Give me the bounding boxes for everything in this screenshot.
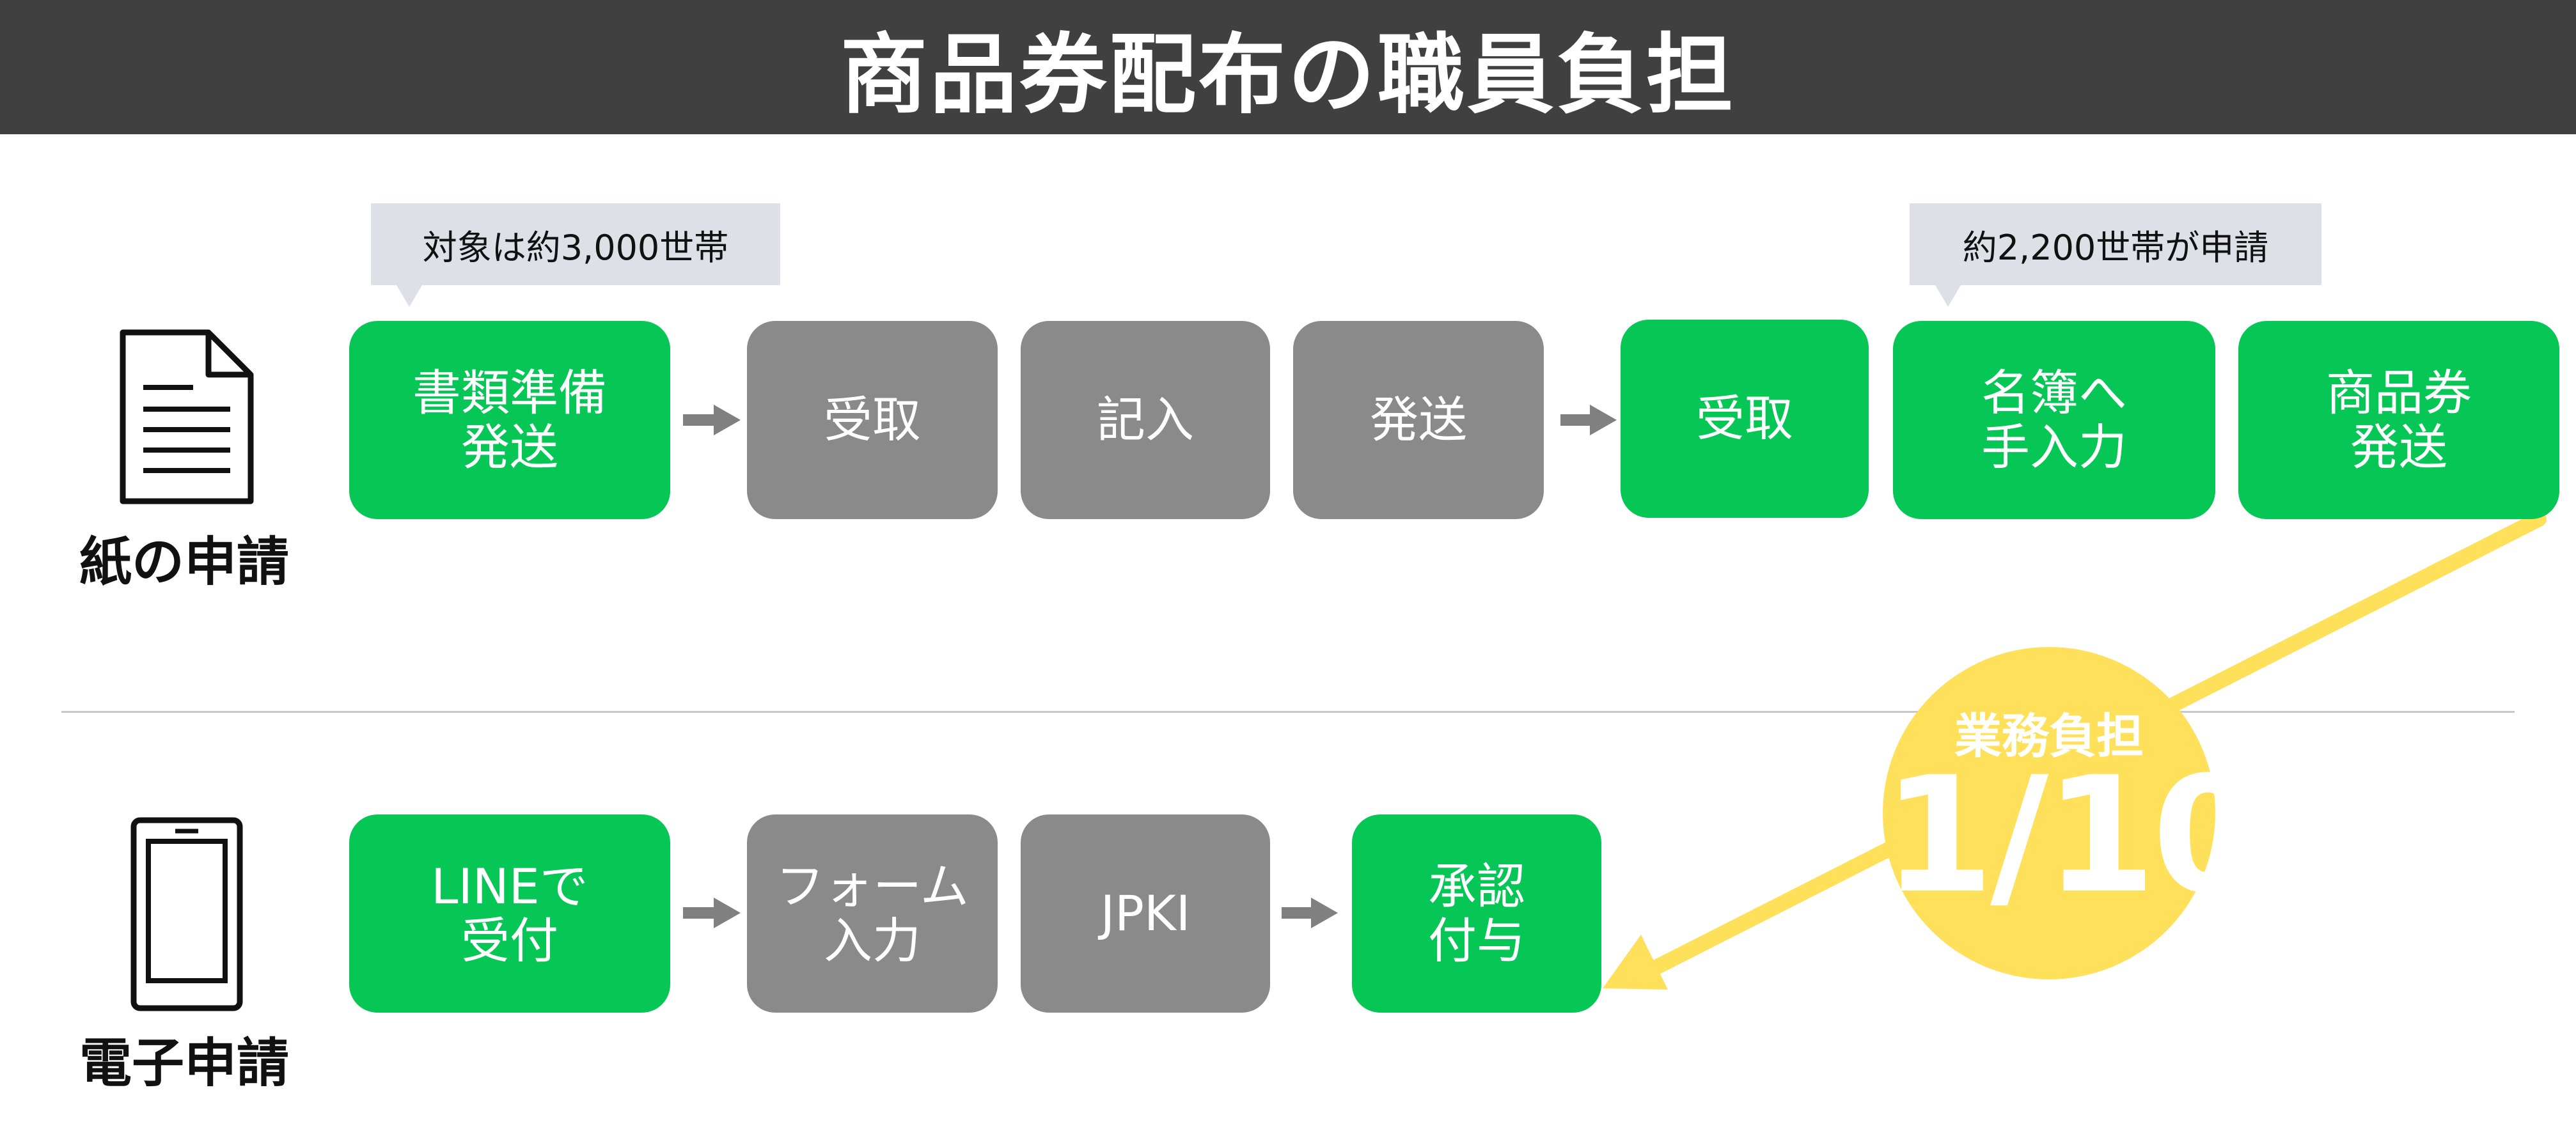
badge-value: 1/10 [1883, 742, 2263, 928]
document-icon [119, 329, 255, 508]
step-receive: 受取 [747, 321, 998, 519]
page-title: 商品券配布の職員負担 [840, 24, 1736, 126]
workload-badge: 業務負担 1/10 [1883, 647, 2263, 979]
title-bar: 商品券配布の職員負担 [0, 0, 2576, 134]
step-line-reception: LINEで 受付 [349, 814, 670, 1013]
step-prepare-send-documents: 書類準備 発送 [349, 321, 670, 519]
arrow-icon [683, 898, 741, 928]
badge-label: 業務負担 [1954, 709, 2144, 764]
step-fill-in: 記入 [1021, 321, 1270, 519]
callout-applications: 約2,200世帯が申請 [1910, 203, 2321, 285]
arrow-icon [683, 405, 741, 435]
step-approve-grant: 承認 付与 [1352, 814, 1601, 1013]
callout-target-households: 対象は約3,000世帯 [371, 203, 780, 285]
step-send-back: 発送 [1293, 321, 1544, 519]
callout-tail [397, 285, 422, 307]
step-jpki: JPKI [1021, 814, 1270, 1013]
step-receive-application: 受取 [1621, 320, 1869, 518]
paper-row-label: 紙の申請 [79, 532, 290, 593]
step-manual-entry: 名簿へ 手入力 [1893, 321, 2215, 519]
digital-row-label: 電子申請 [79, 1033, 290, 1094]
arrow-icon [1560, 405, 1617, 435]
arrow-icon [1282, 898, 1338, 928]
step-send-vouchers: 商品券 発送 [2238, 321, 2559, 519]
smartphone-icon [130, 817, 243, 1014]
step-form-input: フォーム 入力 [747, 814, 998, 1013]
row-divider [61, 711, 2515, 713]
callout-tail [1935, 285, 1961, 307]
